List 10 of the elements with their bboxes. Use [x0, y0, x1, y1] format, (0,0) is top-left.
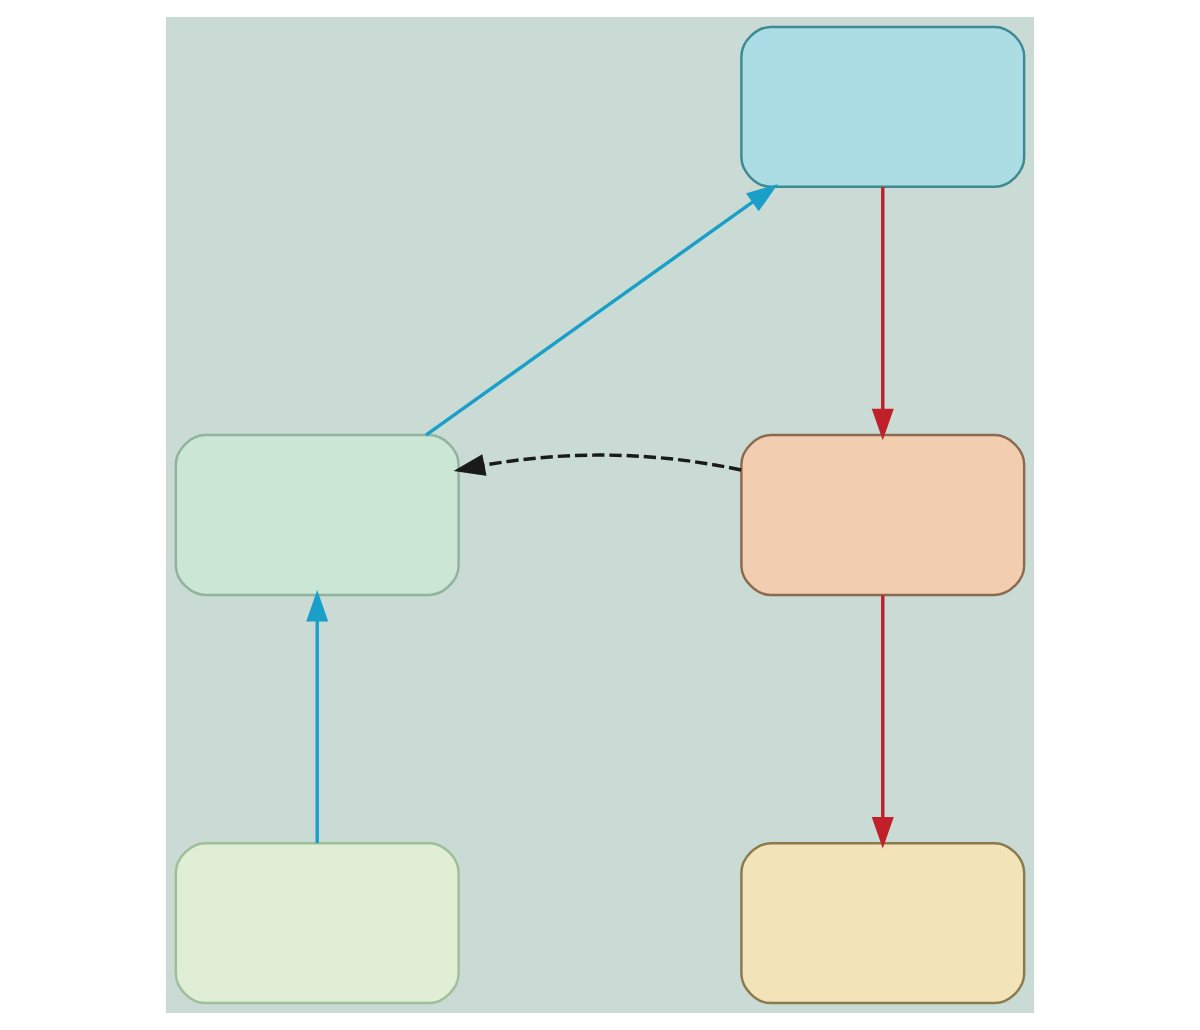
node-box — [174, 842, 460, 1005]
arrow — [453, 453, 742, 476]
arrow — [871, 595, 894, 849]
node-box — [740, 842, 1026, 1005]
arrow — [871, 187, 894, 441]
node-box — [740, 25, 1026, 188]
node-box — [740, 433, 1026, 597]
node-box — [174, 433, 460, 597]
arrow — [306, 590, 329, 844]
arrow — [424, 184, 778, 437]
